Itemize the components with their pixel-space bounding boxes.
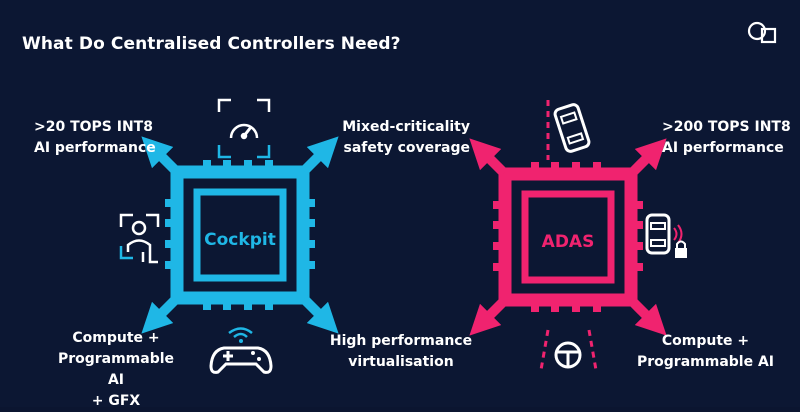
cockpit-chip <box>165 160 315 310</box>
adas-chip-label: ADAS <box>542 232 595 252</box>
adas-arrows <box>469 138 667 336</box>
speedometer-icon <box>217 98 271 159</box>
arrow-top-right <box>300 136 339 175</box>
steering-wheel-icon <box>539 329 598 371</box>
gamepad-icon <box>209 327 273 374</box>
car-lock-icon <box>645 213 687 258</box>
arrow-bottom-right <box>300 295 339 334</box>
cockpit-label-top-left: >20 TOPS INT8 AI performance <box>34 119 156 156</box>
cockpit-label-bottom-left: Compute + Programmable AI + GFX <box>57 330 175 409</box>
arrow-top-left <box>141 136 180 175</box>
car-lane-icon <box>546 100 591 160</box>
slide-title: What Do Centralised Controllers Need? <box>22 34 401 54</box>
arrow-bottom-left <box>141 295 180 334</box>
brand-logo-icon <box>747 21 777 44</box>
adas-label-bottom-right: Compute + Programmable AI <box>636 333 774 370</box>
adas-label-top-right: >200 TOPS INT8 AI performance <box>662 119 791 156</box>
arrow-top-left <box>469 138 508 177</box>
cockpit-chip-label: Cockpit <box>204 230 276 250</box>
cockpit-label-top-right: Mixed-criticality safety coverage <box>342 119 470 156</box>
driver-monitoring-icon <box>119 213 160 264</box>
adas-chip <box>493 162 643 312</box>
cockpit-label-bottom-right: High performance virtualisation <box>329 333 473 370</box>
arrow-top-right <box>628 138 667 177</box>
arrow-bottom-right <box>628 297 667 336</box>
cockpit-arrows <box>141 136 339 334</box>
arrow-bottom-left <box>469 297 508 336</box>
